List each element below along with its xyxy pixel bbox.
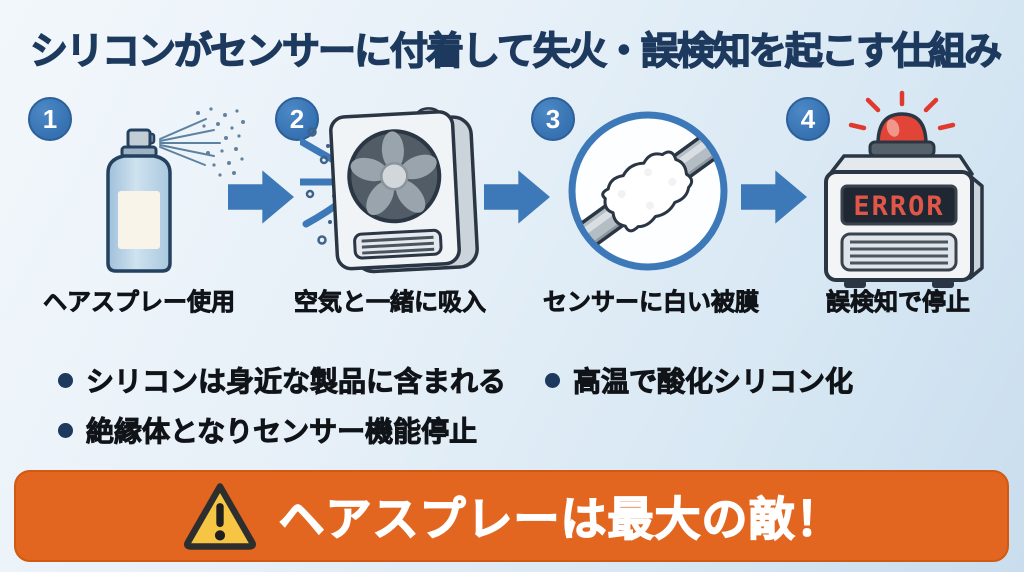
step-arrow-icon (741, 170, 807, 224)
bullet-dot-icon (545, 372, 560, 388)
warning-banner: ヘアスプレーは最大の敵！ (14, 470, 1009, 562)
banner-text: ヘアスプレーは最大の敵！ (278, 492, 843, 545)
bullet-item: 高温で酸化シリコン化 (545, 360, 853, 400)
bullet-item: シリコンは身近な製品に含まれる (58, 360, 506, 400)
bullet-text: 絶縁体となりセンサー機能停止 (86, 416, 478, 448)
error-device-illustration: ERROR (824, 90, 984, 288)
spray-can-illustration (106, 107, 245, 273)
step-number-badge: 4 (786, 97, 830, 141)
bullet-item: 絶縁体となりセンサー機能停止 (58, 410, 478, 450)
step-label: ヘアスプレー使用 (43, 289, 236, 317)
bullet-dot-icon (58, 372, 73, 388)
step-number-badge: 2 (275, 97, 319, 141)
warning-triangle-icon (183, 483, 256, 550)
step-label: 空気と一緒に吸入 (294, 289, 487, 317)
bullet-dot-icon (58, 422, 73, 438)
sensor-white-coating-illustration (568, 111, 728, 271)
step-number-badge: 1 (28, 97, 72, 141)
page-title: シリコンがセンサーに付着して失火・誤検知を起こす仕組み (29, 30, 1003, 73)
fan-heater-illustration (300, 107, 479, 274)
step-label: 誤検知で停止 (826, 289, 971, 317)
error-screen-text: ERROR (853, 191, 944, 222)
bullet-text: 高温で酸化シリコン化 (573, 366, 854, 398)
step-label: センサーに白い被膜 (543, 289, 760, 317)
step-arrow-icon (484, 170, 550, 224)
step-number-badge: 3 (531, 97, 575, 141)
bullet-text: シリコンは身近な製品に含まれる (86, 366, 507, 398)
